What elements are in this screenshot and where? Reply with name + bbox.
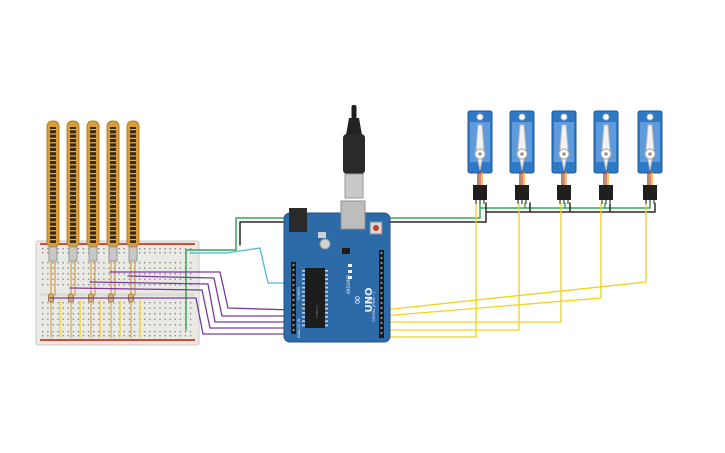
wire-analog-cyan[interactable] [189, 247, 294, 284]
uno-label: UNO [364, 288, 375, 313]
chip-label: ATMEGA [315, 305, 319, 318]
wire-signal-yellow-5[interactable] [382, 202, 647, 311]
flex-sensors [46, 120, 141, 338]
flex-sensor[interactable] [66, 120, 80, 296]
power-jack [289, 208, 307, 232]
arduino-uno-board[interactable]: ∞ UNO ARDUINO DIGITAL (PWM ~) ANALOG IN … [283, 200, 391, 343]
reset-button-cap [373, 225, 379, 231]
wire-analog-purple-3[interactable] [89, 281, 294, 323]
chip-pins [302, 270, 328, 327]
usb-b-cable[interactable] [343, 105, 365, 199]
wire-analog-purple-4[interactable] [69, 287, 294, 329]
usb-port [340, 200, 366, 230]
breadboard-power-rail-red-bottom [40, 339, 195, 341]
onboard-leds [348, 264, 352, 279]
capacitor [319, 238, 331, 250]
wire-gnd-black[interactable] [239, 202, 656, 246]
power-analog-header [291, 262, 296, 334]
power-label: POWER [297, 286, 301, 300]
servo-motor[interactable] [593, 110, 619, 204]
header-pins [292, 252, 383, 334]
flex-sensor[interactable] [86, 120, 100, 296]
atmega-chip [305, 268, 325, 328]
servo-motor[interactable] [551, 110, 577, 204]
wire-signal-yellow-2[interactable] [382, 202, 520, 331]
servos [467, 110, 663, 204]
servo-motor[interactable] [509, 110, 535, 204]
brand-label: ARDUINO [346, 275, 351, 294]
wire-analog-purple-1[interactable] [109, 271, 294, 311]
arduino-logo: ∞ [350, 295, 364, 305]
wire-signal-yellow-3[interactable] [382, 202, 562, 323]
arduino-logo-group: ∞ UNO [350, 288, 375, 313]
servo-motor[interactable] [637, 110, 663, 204]
wire-signal-yellow-1[interactable] [382, 202, 477, 338]
analog-in-label: ANALOG IN [297, 318, 301, 338]
flex-sensor[interactable] [46, 120, 60, 296]
wire-analog-purple-5[interactable] [49, 297, 294, 335]
crystal [318, 232, 326, 238]
wire-signal-yellow-4[interactable] [382, 202, 602, 317]
wire-analog-purple-2[interactable] [127, 275, 294, 317]
regulator [342, 248, 350, 254]
flex-sensor[interactable] [126, 120, 140, 296]
digital-pin-label: DIGITAL (PWM ~) [372, 291, 376, 322]
breadboard-center-channel [40, 293, 195, 296]
wires [49, 202, 656, 338]
servo-motor[interactable] [467, 110, 493, 204]
